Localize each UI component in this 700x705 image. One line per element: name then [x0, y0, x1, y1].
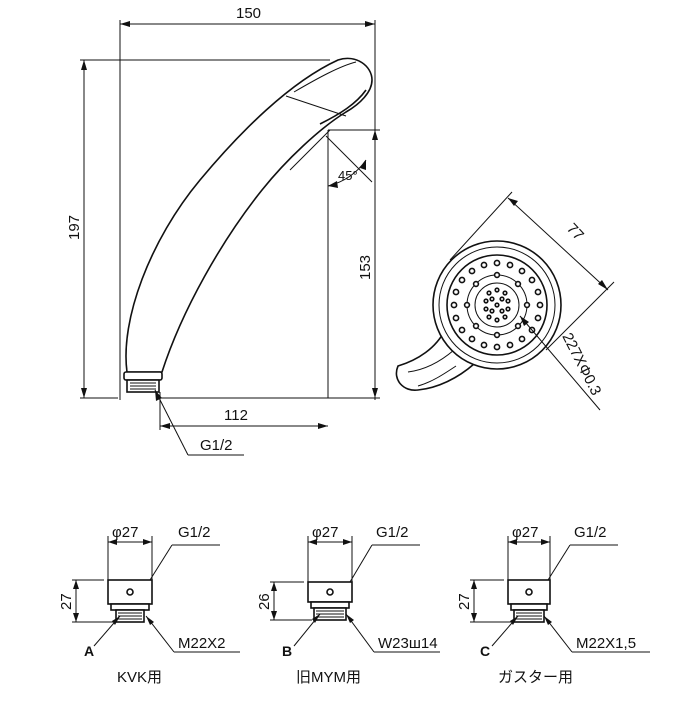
adapter-c-thread-top: G1/2 [574, 524, 607, 541]
adapter-c-height: 27 [456, 593, 473, 610]
adapter-a-thread-top: G1/2 [178, 524, 211, 541]
adapter-b-brand: 旧MYM用 [296, 669, 361, 686]
adapter-b-thread-bottom: W23ш14 [378, 635, 438, 652]
adapter-a-brand: KVK用 [117, 669, 162, 686]
spray-holes [450, 259, 544, 351]
spray-plate [446, 254, 548, 356]
dim-197-label: 197 [66, 215, 83, 240]
adapter-c-diameter: φ27 [512, 524, 538, 541]
dim-150-label: 150 [236, 5, 261, 22]
adapter-a-diameter: φ27 [112, 524, 138, 541]
adapter-c: φ27 G1/2 27 C M22X1,5 ガスター用 [456, 524, 650, 686]
dim-77-label: 77 [563, 220, 587, 244]
adapter-b-height: 26 [256, 593, 273, 610]
dim-angle-label: 45° [338, 168, 358, 183]
shower-head-face-view: 77 227XΦ0.3 [395, 191, 615, 411]
adapter-a-height: 27 [58, 593, 75, 610]
shower-handle-body [125, 57, 373, 373]
adapter-c-thread-bottom: M22X1,5 [576, 635, 636, 652]
shower-head-side-view: 150 197 153 112 45° [66, 5, 380, 456]
adapter-c-brand: ガスター用 [498, 669, 573, 686]
adapter-a-letter: A [84, 643, 94, 659]
adapter-b-letter: B [282, 643, 292, 659]
adapter-b: φ27 G1/2 26 B W23ш14 旧MYM用 [256, 524, 440, 686]
dim-77-line [507, 197, 609, 291]
adapter-a: φ27 G1/2 27 A M22X2 KVK用 [58, 524, 240, 686]
dim-112-label: 112 [224, 407, 248, 424]
adapter-c-letter: C [480, 643, 490, 659]
adapter-b-thread-top: G1/2 [376, 524, 409, 541]
holes-leader [519, 315, 601, 411]
thread-g12-label: G1/2 [200, 437, 233, 454]
dim-153-label: 153 [357, 255, 374, 280]
adapter-b-diameter: φ27 [312, 524, 338, 541]
adapter-a-thread-bottom: M22X2 [178, 635, 226, 652]
